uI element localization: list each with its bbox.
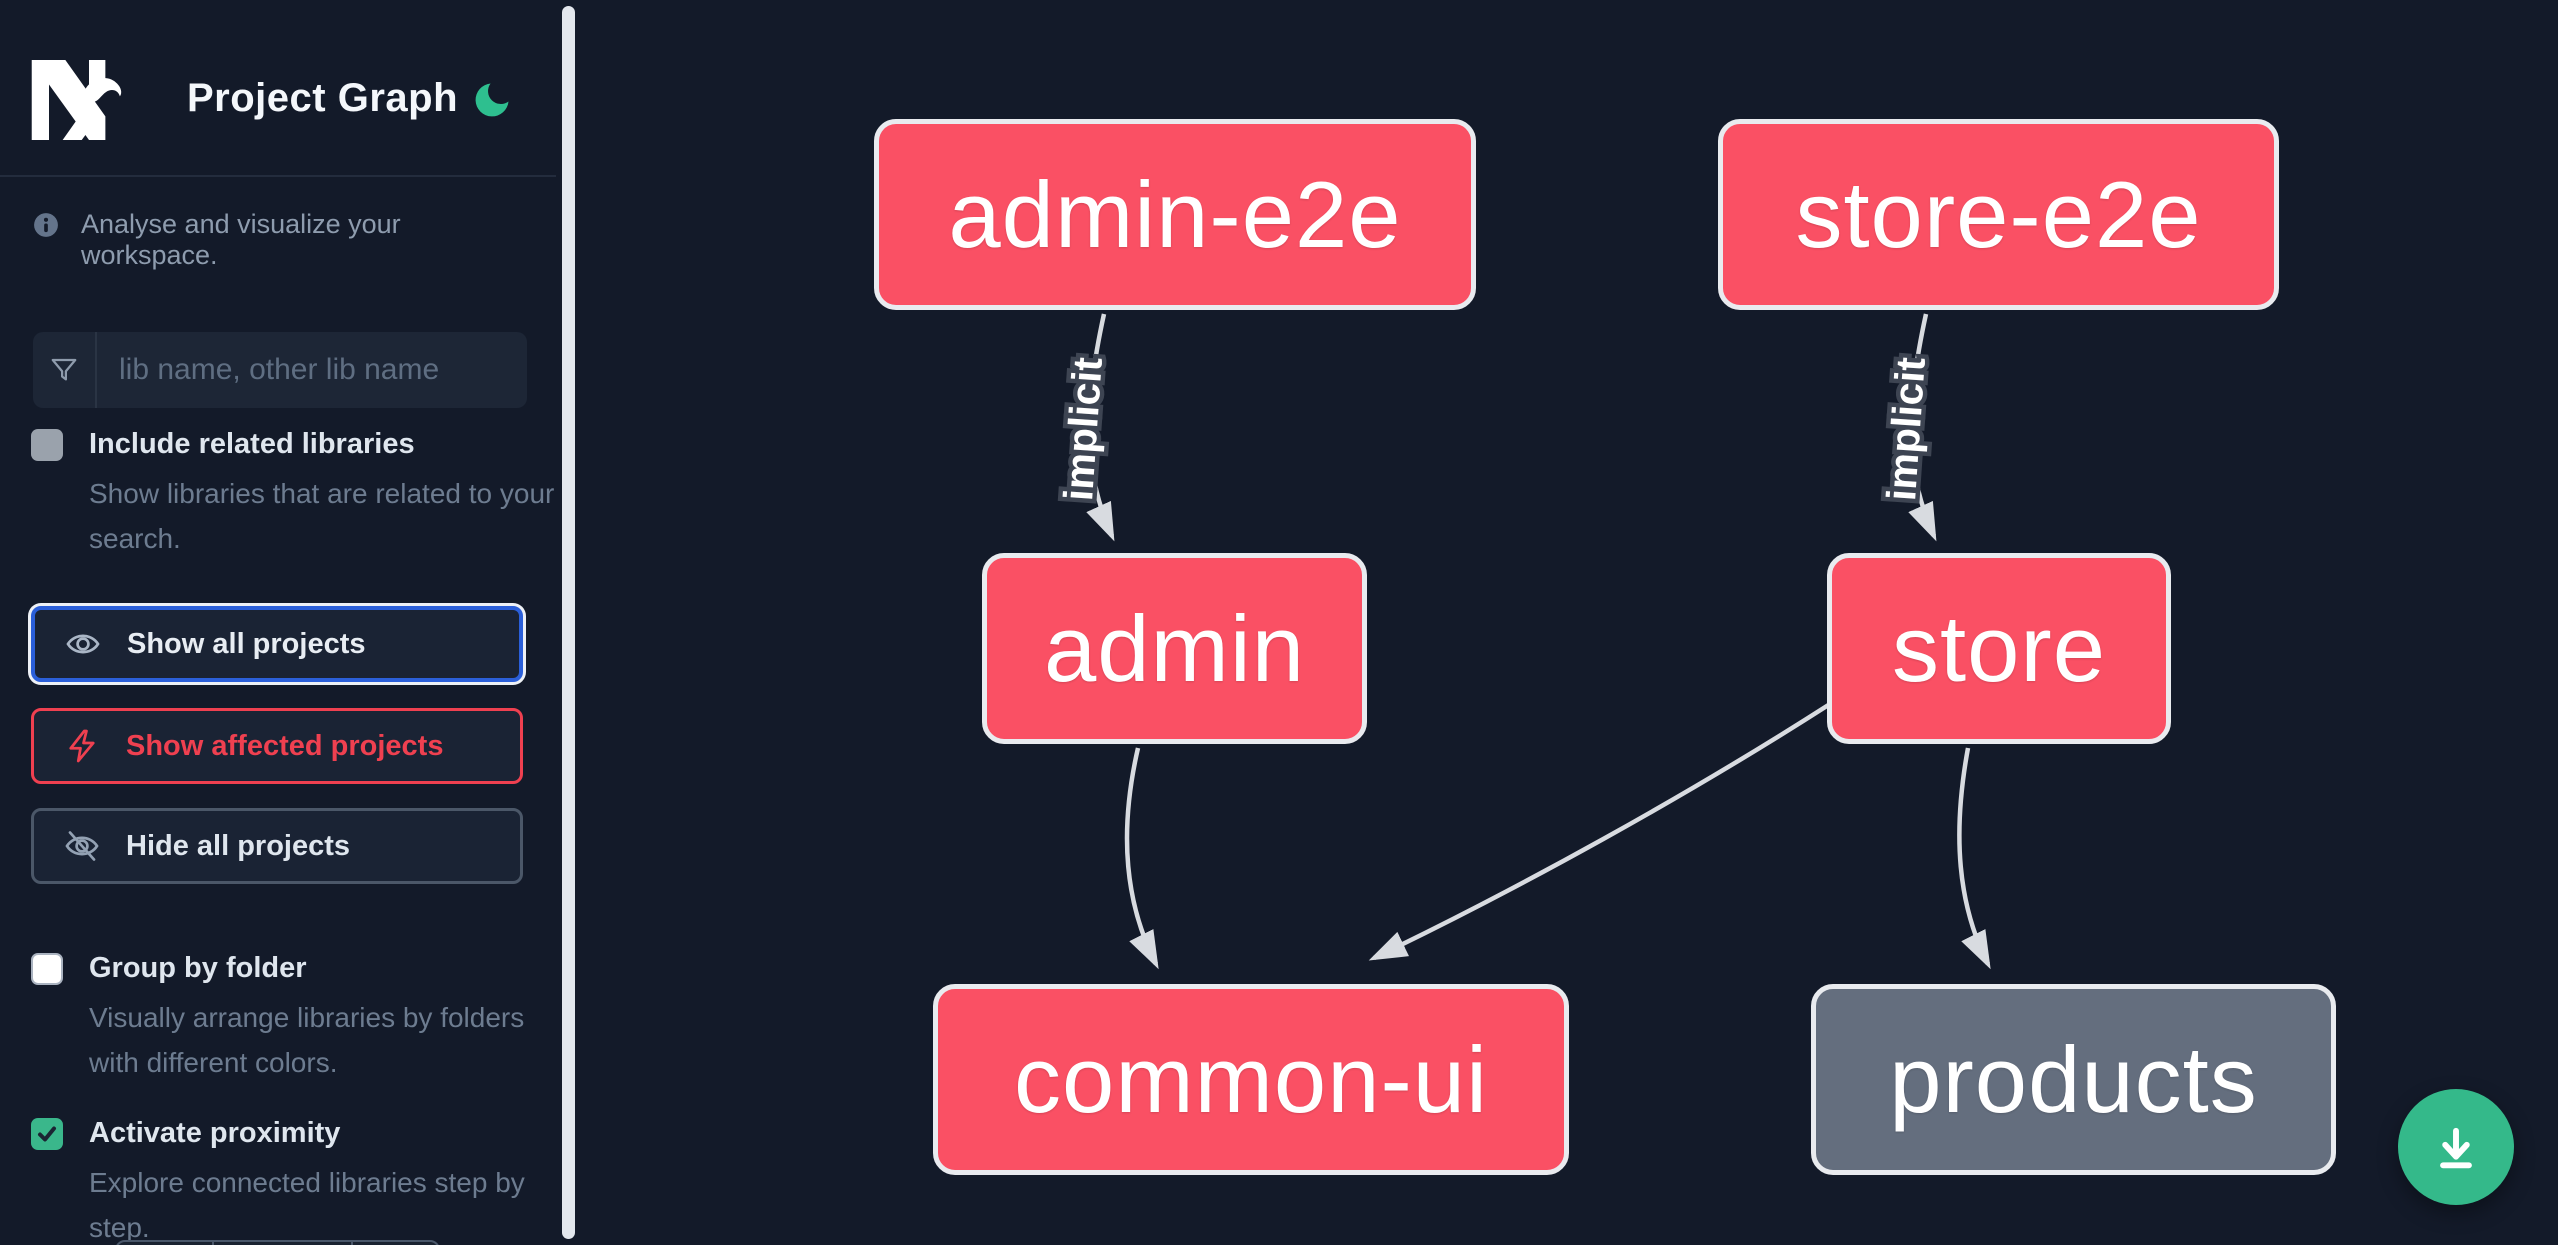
filter-icon-cell (33, 332, 97, 408)
include-related-checkbox[interactable] (31, 428, 63, 461)
theme-toggle-button[interactable] (470, 78, 514, 122)
hide-all-projects-label: Hide all projects (126, 829, 351, 862)
funnel-icon (51, 358, 77, 381)
project-node-products[interactable]: products (1811, 984, 2336, 1175)
segment-divider (351, 1242, 353, 1245)
proximity-depth-control[interactable] (115, 1240, 440, 1245)
segment-divider (212, 1242, 214, 1245)
show-all-projects-label: Show all projects (127, 627, 366, 660)
show-all-projects-button[interactable]: Show all projects (31, 606, 523, 682)
edge-store-common-ui[interactable] (1368, 702, 1832, 961)
download-graph-button[interactable] (2398, 1089, 2514, 1205)
include-related-description: Show libraries that are related to your … (89, 478, 555, 554)
project-filter (33, 332, 527, 408)
edge-store-products[interactable] (1957, 747, 1991, 970)
edge-admin-e2e-admin[interactable] (1086, 313, 1115, 542)
group-by-folder-setting: Group by folder Visually arrange librari… (31, 952, 531, 1085)
eye-off-icon (65, 831, 99, 861)
sidebar-header: Project Graph (0, 0, 556, 177)
info-icon (34, 213, 58, 237)
project-node-store-e2e[interactable]: store-e2e (1718, 119, 2279, 310)
eye-icon (66, 634, 100, 654)
edge-admin-common-ui[interactable] (1124, 747, 1159, 970)
nx-logo (31, 60, 122, 140)
header-divider (0, 175, 556, 177)
project-node-store[interactable]: store (1827, 553, 2171, 744)
project-node-admin[interactable]: admin (982, 553, 1367, 744)
search-input[interactable] (97, 332, 527, 408)
show-affected-projects-label: Show affected projects (126, 729, 444, 762)
activate-proximity-description: Explore connected libraries step by step… (89, 1167, 525, 1243)
edge-store-e2e-store[interactable] (1908, 313, 1937, 542)
activate-proximity-label: Activate proximity (89, 1117, 341, 1149)
activate-proximity-checkbox[interactable] (31, 1117, 63, 1150)
hide-all-projects-button[interactable]: Hide all projects (31, 808, 523, 884)
bolt-icon (69, 729, 95, 763)
download-icon (2440, 1127, 2472, 1169)
checkmark-icon (38, 1126, 56, 1141)
include-related-setting: Include related libraries Show libraries… (31, 428, 554, 561)
activate-proximity-setting: Activate proximity Explore connected lib… (31, 1117, 531, 1245)
group-by-folder-description: Visually arrange libraries by folders wi… (89, 1002, 525, 1078)
edge-label-implicit: implicit (1055, 355, 1111, 502)
group-by-folder-checkbox[interactable] (31, 952, 63, 985)
moon-icon (475, 83, 509, 117)
project-node-admin-e2e[interactable]: admin-e2e (874, 119, 1476, 310)
group-by-folder-label: Group by folder (89, 952, 307, 984)
page-title: Project Graph (187, 76, 459, 120)
sidebar-scrollbar[interactable] (562, 6, 575, 1239)
include-related-label: Include related libraries (89, 428, 415, 460)
project-node-common-ui[interactable]: common-ui (933, 984, 1569, 1175)
show-affected-projects-button[interactable]: Show affected projects (31, 708, 523, 784)
workspace-info-text: Analyse and visualize your workspace. (81, 209, 401, 270)
sidebar: Project Graph Analyse and visualize your… (0, 0, 578, 1245)
edge-label-implicit: implicit (1878, 355, 1934, 502)
workspace-info: Analyse and visualize your workspace. (33, 208, 543, 271)
